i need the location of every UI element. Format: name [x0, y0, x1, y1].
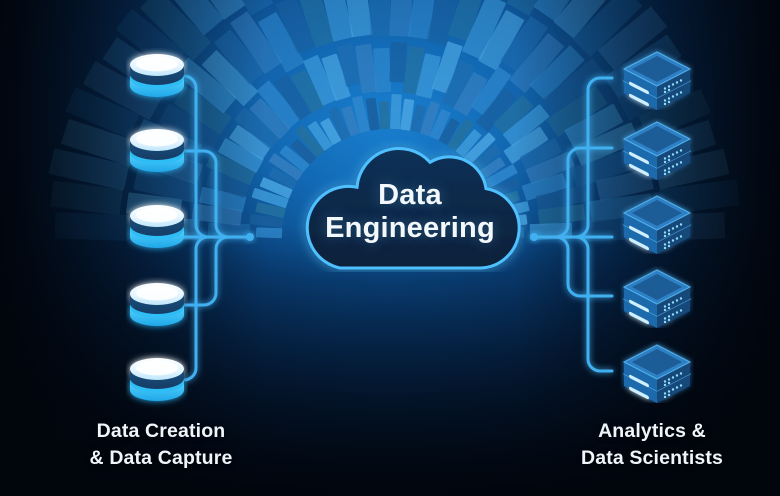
- server-stack-icon[interactable]: [620, 48, 694, 110]
- database-icon[interactable]: [126, 352, 188, 408]
- server-stack-icon[interactable]: [620, 266, 694, 328]
- source-group-caption: Data Creation & Data Capture: [89, 420, 233, 469]
- database-icon[interactable]: [126, 199, 188, 255]
- database-icon[interactable]: [126, 48, 188, 104]
- left-junction-dot: [246, 233, 254, 241]
- connector-left-5: [182, 235, 252, 382]
- cloud-hub[interactable]: Data Engineering: [282, 140, 538, 272]
- consumer-group-caption: Analytics & Data Scientists: [580, 420, 724, 469]
- connector-left-4: [182, 235, 252, 307]
- server-stack-icon[interactable]: [620, 192, 694, 254]
- right-junction-dot: [530, 233, 538, 241]
- cloud-icon: [305, 147, 521, 270]
- connector-right-4: [532, 235, 614, 298]
- database-icon[interactable]: [126, 123, 188, 179]
- server-stack-icon[interactable]: [620, 341, 694, 403]
- database-icon[interactable]: [126, 277, 188, 333]
- connector-right-5: [532, 235, 614, 373]
- connector-right-2: [532, 146, 614, 239]
- connector-left-2: [182, 149, 252, 239]
- server-stack-icon[interactable]: [620, 118, 694, 180]
- connector-right-1: [532, 76, 614, 239]
